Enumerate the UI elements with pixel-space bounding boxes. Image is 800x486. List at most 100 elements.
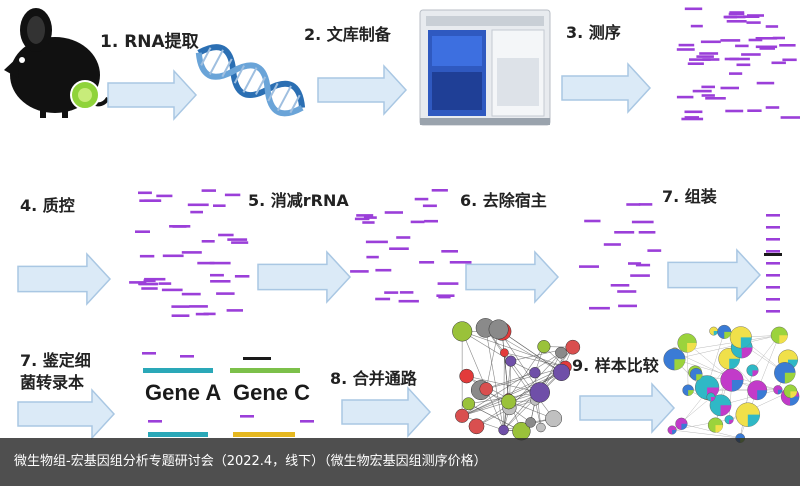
read-segment	[748, 38, 763, 42]
read-segment	[782, 58, 797, 62]
flow-arrow	[667, 248, 762, 302]
read-segment	[766, 298, 780, 301]
read-segment	[729, 72, 743, 75]
read-segment	[135, 230, 150, 233]
read-segment	[224, 193, 241, 197]
read-segment	[638, 231, 656, 234]
read-segment	[692, 89, 712, 93]
step-3-label: 3. 测序	[566, 23, 621, 42]
read-segment	[630, 274, 650, 277]
read-segment	[143, 279, 156, 282]
read-segment	[766, 214, 780, 217]
read-segment	[779, 44, 796, 47]
read-segment	[755, 45, 778, 49]
read-segment	[705, 97, 726, 100]
read-segment	[684, 110, 703, 114]
sequencing-reads	[129, 7, 800, 423]
read-segment	[684, 7, 703, 11]
read-segment	[684, 116, 699, 119]
read-segment	[356, 214, 374, 217]
read-segment	[638, 203, 653, 206]
read-segment	[772, 36, 785, 40]
read-segment	[676, 48, 695, 51]
read-segment	[139, 254, 155, 258]
read-segment	[689, 58, 711, 61]
read-segment	[213, 204, 226, 207]
caption-text: 微生物组-宏基因组分析专题研讨会（2022.4，线下）（微生物宏基因组测序价格）	[14, 454, 487, 469]
read-segment	[148, 420, 162, 423]
read-segment	[626, 203, 641, 206]
step-7b-label-line2: 菌转录本	[20, 373, 85, 392]
read-segment	[436, 294, 455, 297]
read-segment	[728, 12, 745, 16]
flow-arrow	[579, 382, 676, 434]
read-segment	[156, 194, 173, 198]
read-segment	[384, 211, 403, 214]
read-segment	[735, 44, 749, 48]
read-segment	[766, 238, 780, 241]
read-segment	[158, 282, 172, 285]
gene-c-label: Gene C	[233, 380, 311, 405]
read-segment	[725, 109, 744, 113]
read-segment	[766, 286, 780, 289]
read-segment	[375, 297, 391, 301]
mouse-icon	[4, 8, 110, 118]
read-segment	[129, 281, 147, 284]
read-segment	[218, 233, 234, 237]
read-segment	[631, 220, 654, 224]
read-segment	[765, 25, 779, 28]
flow-arrow	[317, 64, 408, 116]
read-segment	[741, 53, 761, 56]
read-segment	[701, 94, 715, 97]
read-segment	[736, 63, 751, 67]
step-4-label: 4. 质控	[20, 196, 75, 215]
dna-helix-icon	[195, 44, 306, 117]
read-segment	[699, 52, 719, 55]
read-segment	[161, 288, 183, 292]
flow-arrow	[257, 250, 352, 304]
pie-network-icon	[663, 324, 800, 443]
read-segment	[780, 116, 800, 119]
step-7b-label-line1: 7. 鉴定细	[20, 351, 91, 370]
read-segment	[195, 312, 209, 316]
read-segment	[180, 355, 194, 358]
read-segment	[438, 295, 451, 299]
read-segment	[759, 47, 775, 50]
read-segment	[678, 43, 695, 47]
read-segment	[410, 220, 425, 224]
read-segment	[240, 415, 254, 418]
flow-arrow	[107, 69, 198, 121]
read-segment	[363, 216, 377, 219]
read-segment	[210, 273, 224, 277]
read-segment	[187, 203, 209, 207]
read-segment	[201, 189, 216, 192]
read-segment	[384, 291, 399, 294]
read-segment	[747, 109, 762, 112]
gene-a2-bar	[148, 432, 208, 437]
read-segment	[424, 219, 438, 223]
flow-arrow	[341, 386, 432, 438]
gene-c-bar	[230, 368, 300, 373]
read-segment	[579, 265, 599, 268]
read-segment	[437, 282, 459, 285]
read-segment	[389, 247, 409, 250]
caption-bar: 微生物组-宏基因组分析专题研讨会（2022.4，线下）（微生物宏基因组测序价格）	[0, 438, 800, 486]
gene-d-bar	[233, 432, 295, 437]
read-segment	[756, 81, 775, 85]
gene-bars	[143, 253, 782, 437]
read-segment	[181, 292, 201, 296]
read-segment	[227, 238, 248, 241]
read-segment	[766, 274, 780, 277]
read-segment	[723, 15, 746, 19]
read-segment	[171, 314, 190, 317]
gene-a-bar	[143, 368, 213, 373]
read-segment	[700, 40, 721, 44]
step-7a-label: 7. 组装	[662, 187, 717, 206]
flow-arrow	[465, 250, 560, 304]
read-segment	[771, 61, 786, 65]
read-segment	[755, 37, 778, 40]
read-segment	[169, 225, 191, 228]
step-6-label: 6. 去除宿主	[460, 191, 547, 210]
